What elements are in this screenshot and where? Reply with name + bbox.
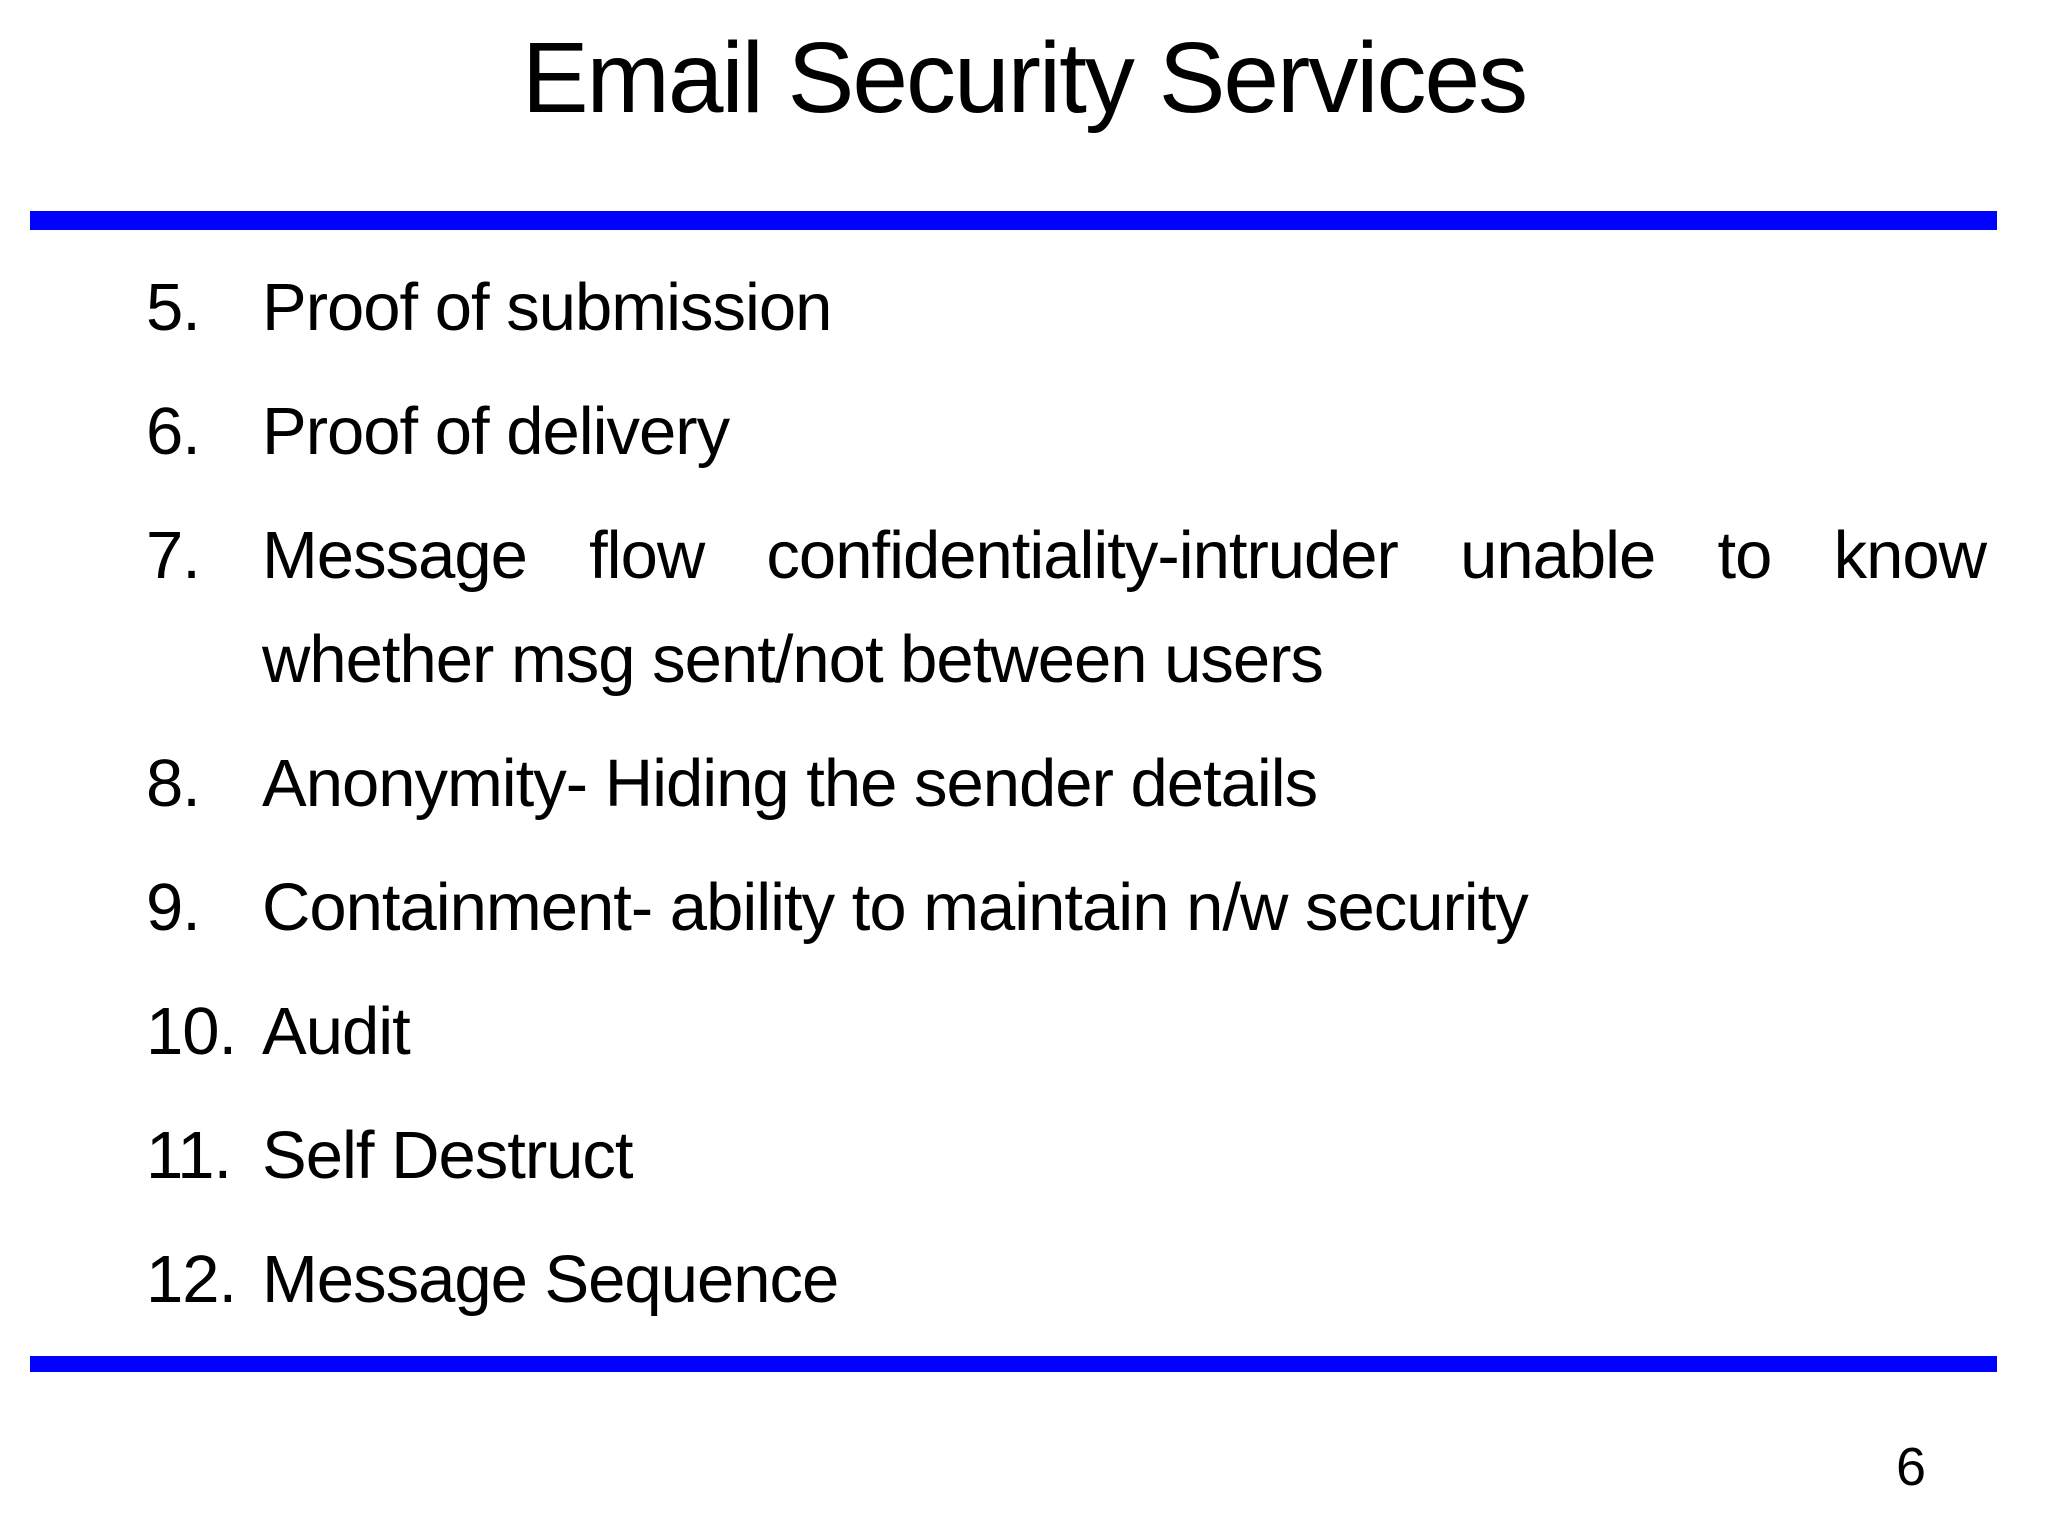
- page-number: 6: [1895, 1437, 1926, 1497]
- list-item-number: 6.: [146, 394, 201, 469]
- list-item: 10. Audit: [146, 980, 1986, 1084]
- slide-title: Email Security Services: [521, 22, 1528, 134]
- list-item: 7. Message flow confidentiality-intruder …: [146, 504, 1987, 712]
- list-item-text: Audit: [262, 994, 411, 1069]
- list-item: 6. Proof of delivery: [146, 380, 1986, 484]
- list-item: 11. Self Destruct: [146, 1104, 1986, 1208]
- list-item: 9. Containment- ability to maintain n/w s…: [146, 856, 1986, 960]
- list-item-text: Containment- ability to maintain n/w sec…: [262, 870, 1529, 945]
- bottom-divider: [30, 1356, 1997, 1372]
- list-item-text: Message Sequence: [262, 1242, 839, 1317]
- list-item-number: 9.: [146, 870, 201, 945]
- list-item-text: Anonymity- Hiding the sender details: [262, 746, 1318, 821]
- list-item-text: Message flow confidentiality-intruder un…: [262, 518, 1987, 697]
- list-item: 5. Proof of submission: [146, 256, 1986, 360]
- list-item-number: 11.: [146, 1118, 232, 1193]
- list-item-text: Self Destruct: [262, 1118, 634, 1193]
- list-item: 12. Message Sequence: [146, 1228, 1986, 1332]
- list-item-number: 8.: [146, 746, 201, 821]
- list-item-number: 12.: [146, 1242, 237, 1317]
- list-item-text: Proof of delivery: [262, 394, 730, 469]
- list-item: 8. Anonymity- Hiding the sender details: [146, 732, 1986, 836]
- list-item-number: 10.: [146, 994, 237, 1069]
- list-item-number: 5.: [146, 270, 201, 345]
- list-item-number: 7.: [146, 518, 201, 593]
- services-list: 5. Proof of submission 6. Proof of delivery…: [146, 256, 1987, 1352]
- list-item-text: Proof of submission: [262, 270, 832, 345]
- top-divider: [30, 211, 1997, 230]
